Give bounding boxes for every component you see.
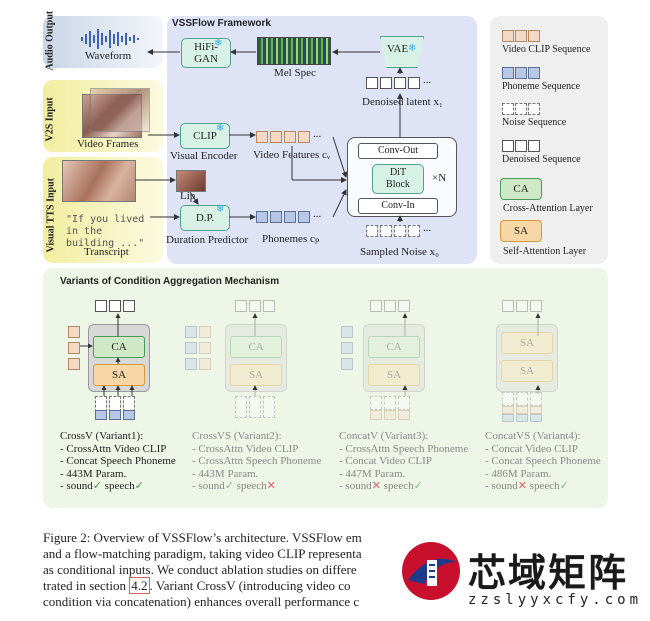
watermark-logo-icon <box>402 542 460 600</box>
transcript-label: Transcript <box>84 246 129 258</box>
waveform-icon <box>81 29 139 49</box>
variant4-diagram: SA SA <box>480 296 590 426</box>
v4-sa-block-bottom: SA <box>501 360 553 382</box>
transcript-box: "If you lived in the building ..." <box>66 214 145 249</box>
frozen-snowflake-icon: ❄ <box>214 38 223 49</box>
denoised-sequence: ... <box>366 74 438 92</box>
legend-noise-label: Noise Sequence <box>502 117 567 128</box>
v3-ca-block: CA <box>368 336 420 358</box>
caption-line-4: trated in section 4.2. Variant CrossV (i… <box>43 577 351 594</box>
v3-sa-block: SA <box>368 364 420 386</box>
hifigan-block: HiFi-GAN <box>181 38 231 68</box>
legend-video-clip-label: Video CLIP Sequence <box>502 44 591 55</box>
variant4-description: ConcatVS (Variant4):- Concat Video CLIP-… <box>485 430 601 492</box>
v2-ca-block: CA <box>230 336 282 358</box>
variant1-diagram: CA SA <box>60 296 170 426</box>
melspec-label: Mel Spec <box>274 67 316 79</box>
legend-sa-label: Self-Attention Layer <box>503 246 587 257</box>
caption-line-2: and a flow-matching paradigm, taking vid… <box>43 546 362 561</box>
legend-denoised-label: Denoised Sequence <box>502 154 581 165</box>
variant-arrows <box>80 313 541 396</box>
caption-line-3: as conditional inputs. We conduct ablati… <box>43 562 357 577</box>
variant3-diagram: CA SA <box>335 296 445 426</box>
framework-title: VSSFlow Framework <box>172 18 271 29</box>
lip-image <box>176 170 206 192</box>
legend-ca-box: CA <box>500 178 542 200</box>
lip-label: Lip <box>180 190 196 202</box>
caption-line-5: condition via concatenation) enhances ov… <box>43 594 360 609</box>
duration-predictor-label: Duration Predictor <box>166 234 249 246</box>
vae-label: VAE <box>387 43 409 55</box>
watermark-chinese-text: 芯域矩阵 <box>468 551 629 595</box>
conv-in-block: Conv-In <box>358 198 438 214</box>
v1-ca-block: CA <box>93 336 145 358</box>
speaker-face-image <box>62 160 136 202</box>
mel-spectrogram-image <box>257 37 331 65</box>
variant2-diagram: CA SA <box>185 296 295 426</box>
times-n-label: ×N <box>432 172 447 184</box>
dit-block: DiT Block <box>372 164 424 194</box>
video-frames-label: Video Frames <box>77 138 139 150</box>
variant2-description: CrossVS (Variant2):- CrossAttn Video CLI… <box>192 430 322 492</box>
frozen-snowflake-icon: ❄ <box>408 43 417 54</box>
conv-out-block: Conv-Out <box>358 143 438 159</box>
section-ref-link[interactable]: 4.2 <box>129 577 150 594</box>
framework-arrows <box>135 49 403 222</box>
frozen-snowflake-icon: ❄ <box>216 123 225 134</box>
legend-ca-label: Cross-Attention Layer <box>503 203 593 214</box>
legend-phoneme-label: Phoneme Sequence <box>502 81 581 92</box>
watermark-url-text: zzslyyxcfy.com <box>468 592 643 608</box>
frozen-snowflake-icon: ❄ <box>216 204 225 215</box>
variant3-description: ConcatV (Variant3):- CrossAttn Speech Ph… <box>339 430 469 492</box>
waveform-label: Waveform <box>85 50 132 62</box>
v4-sa-block-top: SA <box>501 332 553 354</box>
phonemes-label: Phonemes cₚ <box>262 233 320 245</box>
sampled-noise-label: Sampled Noise x₀ <box>360 246 439 258</box>
duration-predictor-block: D.P. <box>180 205 230 231</box>
visual-encoder-label: Visual Encoder <box>170 150 238 162</box>
video-features-sequence: ... <box>256 128 332 146</box>
legend-sa-box: SA <box>500 220 542 242</box>
variants-title: Variants of Condition Aggregation Mechan… <box>60 276 280 287</box>
sampled-noise-sequence: ... <box>366 222 442 240</box>
denoised-latent-label: Denoised latent x₁ <box>362 96 443 108</box>
video-frames-image-back <box>90 88 150 132</box>
variant1-description: CrossV (Variant1):- CrossAttn Video CLIP… <box>60 430 176 492</box>
phonemes-sequence: ... <box>256 208 332 226</box>
caption-line-1: Figure 2: Overview of VSSFlow’s architec… <box>43 530 362 545</box>
clip-block: CLIP <box>180 123 230 149</box>
